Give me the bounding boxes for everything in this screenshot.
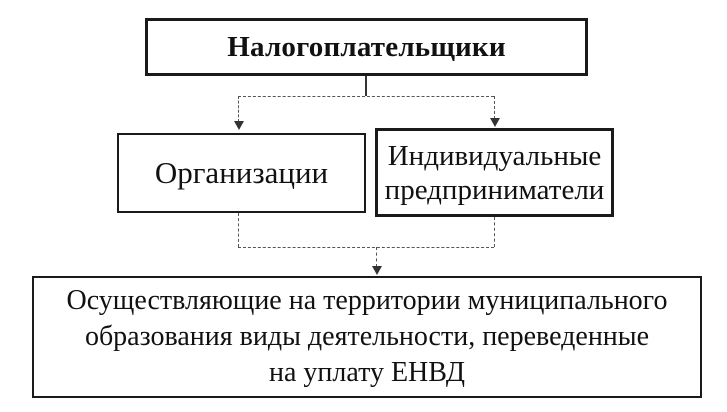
entrepreneurs-label-line1: Индивидуальные — [387, 139, 602, 172]
connector-top-split — [238, 96, 494, 97]
taxpayers-box: Налогоплательщики — [145, 18, 588, 76]
connector-from-right-box — [494, 217, 495, 247]
connector-from-left-box — [238, 213, 239, 247]
connector-to-right-box — [494, 96, 495, 119]
connector-bottom-stem — [376, 247, 377, 267]
activities-label-line3: на уплату ЕНВД — [269, 357, 465, 388]
connector-top-stem — [365, 76, 367, 96]
arrow-to-bottom-box — [372, 266, 382, 275]
arrow-to-left-box — [234, 121, 244, 130]
entrepreneurs-label-line2: предприниматели — [384, 173, 605, 206]
activities-label-line2: образования виды деятельности, переведен… — [84, 321, 650, 352]
arrow-to-right-box — [490, 118, 500, 127]
organizations-box: Организации — [117, 133, 366, 213]
organizations-label: Организации — [154, 155, 329, 190]
entrepreneurs-box: Индивидуальные предприниматели — [375, 128, 614, 217]
activities-label: Осуществляющие на территории муниципальн… — [59, 283, 676, 391]
entrepreneurs-label: Индивидуальные предприниматели — [385, 139, 605, 207]
connector-bottom-join — [238, 247, 494, 248]
activities-box: Осуществляющие на территории муниципальн… — [32, 276, 702, 398]
taxpayers-label: Налогоплательщики — [227, 30, 506, 63]
activities-label-line1: Осуществляющие на территории муниципальн… — [66, 285, 668, 316]
connector-to-left-box — [238, 96, 239, 122]
